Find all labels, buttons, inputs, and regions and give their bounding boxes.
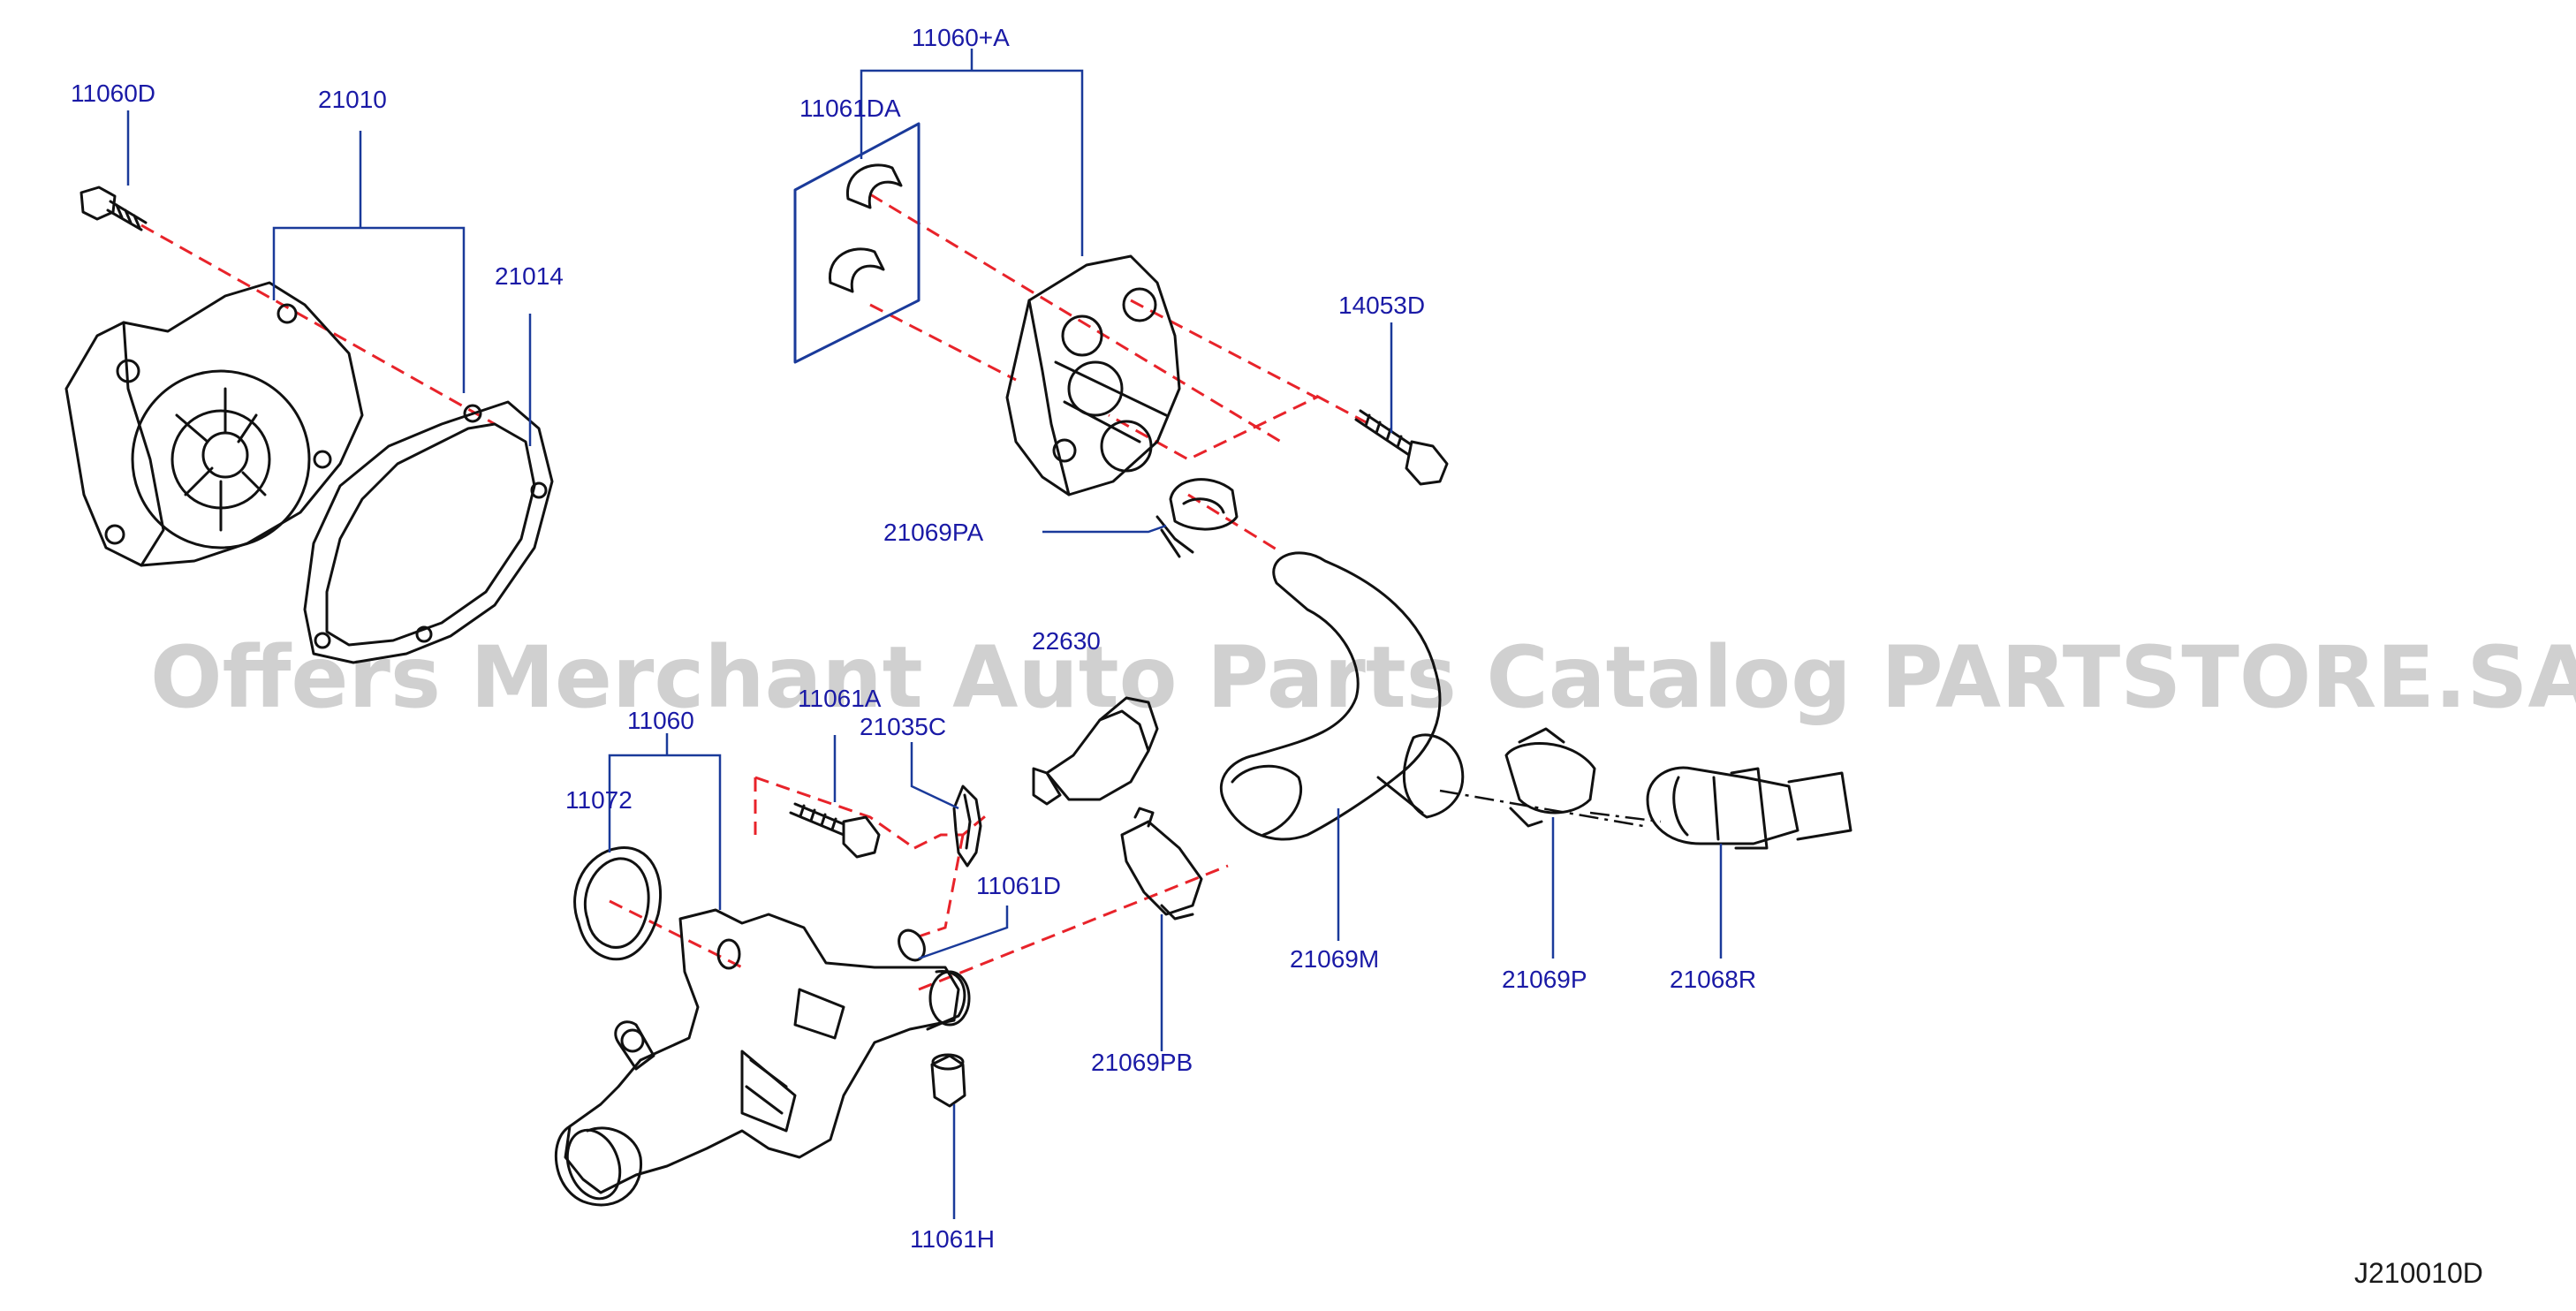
hose-21069M (1220, 551, 1465, 841)
callout-11061A: 11061A (798, 685, 882, 712)
gasket-21035C (952, 784, 982, 868)
callout-21068R: 21068R (1670, 966, 1756, 993)
callout-11060D: 11060D (71, 80, 155, 107)
clamp-21069P (1504, 727, 1596, 828)
bolt-11061A (789, 802, 881, 859)
callout-11072: 11072 (565, 786, 633, 814)
bolt-11060D (80, 186, 148, 231)
callout-11061H: 11061H (910, 1225, 995, 1253)
thermostat-housing-upper (1005, 254, 1181, 496)
callout-21069PB: 21069PB (1091, 1049, 1193, 1076)
sensor-22630 (1032, 696, 1159, 806)
sensor-21068R (1646, 766, 1852, 850)
callout-21014: 21014 (495, 262, 564, 290)
water-pump (64, 281, 364, 567)
callout-11061D: 11061D (976, 872, 1061, 899)
callout-21010: 21010 (318, 86, 387, 113)
thermostat-11061DA (793, 122, 921, 364)
cap-11061H (930, 1053, 966, 1108)
water-pump-gasket (303, 400, 554, 664)
callout-22630: 22630 (1032, 627, 1101, 655)
thermostat-housing-lower (554, 908, 971, 1207)
watermark: Offers Merchant Auto Parts Catalog PARTS… (150, 628, 2576, 727)
callout-14053D: 14053D (1338, 292, 1425, 319)
bolt-14053D (1354, 409, 1449, 486)
clamp-21069PA (1155, 478, 1239, 558)
drawing-code: J210010D (2354, 1257, 2483, 1289)
callout-21069P: 21069P (1502, 966, 1587, 993)
callout-11060A: 11060+A (912, 24, 1010, 51)
oring-11061D (898, 928, 926, 962)
callout-21069PA: 21069PA (883, 519, 983, 546)
center-lines (140, 193, 1370, 991)
callout-11060: 11060 (627, 707, 694, 734)
hose-center-lines (1439, 789, 1662, 828)
callout-11061DA: 11061DA (799, 95, 901, 122)
callout-21035C: 21035C (860, 713, 946, 740)
clamp-21069PB (1120, 807, 1203, 921)
oring-11072 (573, 846, 663, 961)
callout-21069M: 21069M (1290, 945, 1379, 973)
leader-lines (126, 49, 1723, 1219)
